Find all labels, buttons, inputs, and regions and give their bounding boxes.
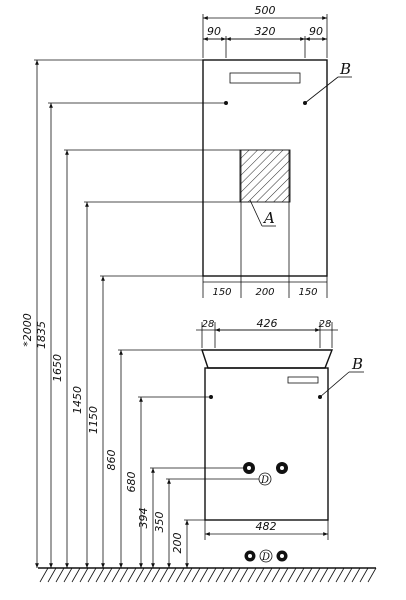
base-cabinet: D (201, 349, 334, 521)
floor-pipe-tag: D (261, 552, 270, 563)
height-394-label: 394 (137, 508, 150, 529)
mirror-callout-b: B (304, 60, 352, 104)
mirror-callout-a: A (249, 199, 276, 227)
mirror-light-bar (229, 72, 301, 84)
mirror-bottom-dimensions: 150 200 150 (202, 276, 328, 298)
mirror-cabinet (202, 59, 328, 277)
height-2000-label: *2000 (21, 313, 34, 347)
height-200-label: 200 (171, 533, 184, 554)
mirror-width-label: 500 (255, 4, 276, 17)
mirror-left-margin-label: 90 (207, 25, 221, 38)
height-860-label: 860 (105, 450, 118, 471)
sink-top (201, 349, 334, 369)
mirror-mount-tag: B (339, 60, 351, 78)
mirror-bottom-left-label: 150 (212, 287, 231, 298)
mirror-bottom-right-label: 150 (298, 287, 317, 298)
cabinet-mount-tag: B (351, 355, 363, 373)
mirror-center-span-label: 320 (255, 25, 276, 38)
floor-drain (259, 549, 273, 563)
cabinet-handle (287, 376, 319, 384)
mirror-hatched-panel (239, 149, 291, 203)
cabinet-top-dimensions: 28 426 28 (196, 317, 338, 348)
cabinet-base-width-label: 482 (256, 520, 277, 533)
height-1650-label: 1650 (51, 354, 64, 382)
drain-tag: D (260, 475, 269, 486)
height-1450-label: 1450 (71, 386, 84, 414)
mirror-bottom-center-label: 200 (255, 287, 274, 298)
cabinet-callout-b: B (319, 355, 364, 398)
cabinet-top-width-label: 426 (257, 317, 278, 330)
mirror-right-margin-label: 90 (309, 25, 323, 38)
cabinet-top-left-label: 28 (202, 319, 215, 330)
cabinet-top-right-label: 28 (319, 319, 332, 330)
height-1150-label: 1150 (87, 406, 100, 434)
floor: D (38, 549, 377, 583)
mirror-panel-tag: A (262, 209, 275, 227)
cabinet-base-dimension: 482 (204, 520, 329, 540)
height-dimensions: *2000 1835 1650 1450 1150 860 680 394 35… (21, 59, 259, 568)
floor-hatching (39, 567, 377, 583)
cabinet-body (204, 367, 329, 521)
height-680-label: 680 (125, 472, 138, 493)
height-1835-label: 1835 (35, 321, 48, 349)
height-350-label: 350 (153, 512, 166, 533)
mirror-outline (202, 59, 328, 277)
mirror-top-dimensions: 500 90 320 90 (202, 4, 328, 58)
